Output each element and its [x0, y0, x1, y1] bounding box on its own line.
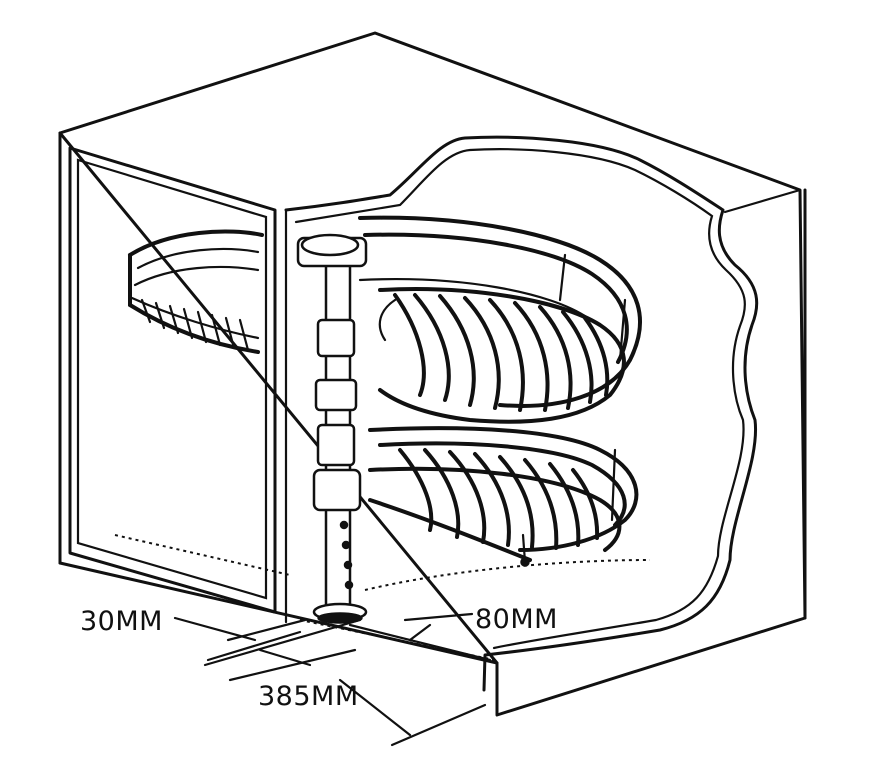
- back-wire-basket: [128, 229, 264, 354]
- back-basket-floor-slats: [140, 298, 250, 352]
- cabinet-outline: [58, 31, 807, 717]
- upper-rotating-basket: [358, 215, 642, 424]
- dimension-label-80mm: 80MM: [475, 604, 558, 635]
- lower-basket-rib-slats: [398, 448, 600, 550]
- dimension-label-385mm: 385MM: [258, 681, 359, 712]
- upper-basket-rib-slats: [393, 293, 610, 412]
- dimension-markings: [173, 612, 487, 747]
- dimension-label-30mm: 30MM: [80, 606, 163, 637]
- cabinet-floor: [114, 534, 651, 662]
- side-panel-cutout: [284, 135, 759, 692]
- center-support-pole: [296, 233, 368, 624]
- pole-adjustment-holes: [339, 520, 354, 590]
- left-door-panel: [68, 146, 288, 624]
- lower-rotating-basket: [368, 426, 639, 567]
